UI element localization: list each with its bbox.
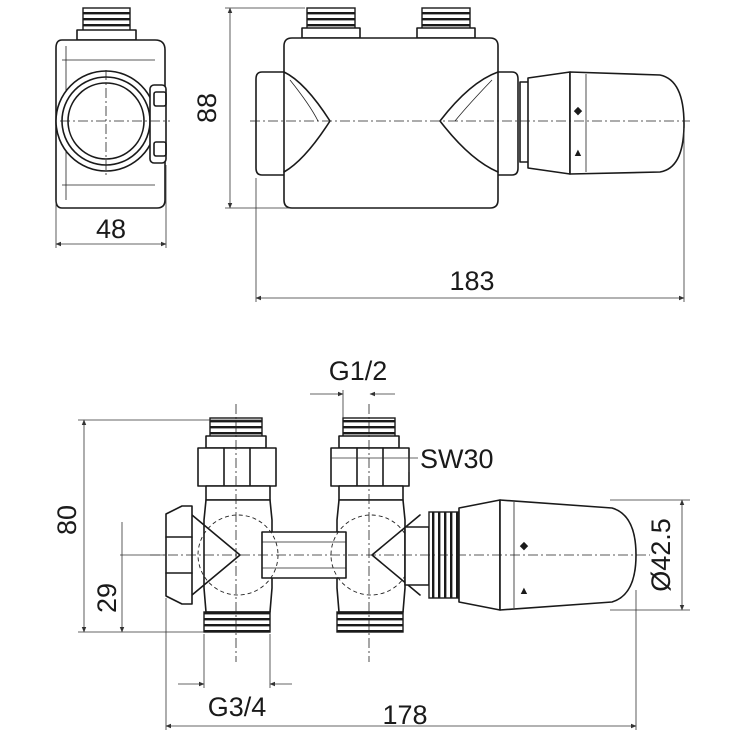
top-view: ◆ ▲ — [250, 7, 690, 209]
dimension-width-side: 48 — [55, 165, 167, 248]
dimension-knob-diameter: Ø42.5 — [610, 499, 690, 611]
dim-label-g34: G3/4 — [208, 692, 267, 722]
side-view — [55, 7, 170, 209]
dimension-height-front: 80 — [52, 419, 262, 633]
dim-label-sw30: SW30 — [420, 444, 494, 474]
dim-label-g12: G1/2 — [329, 356, 388, 386]
dim-label-d425: Ø42.5 — [646, 518, 676, 592]
dim-label-48: 48 — [96, 214, 126, 244]
dim-label-80: 80 — [52, 505, 82, 535]
svg-text:▲: ▲ — [519, 585, 530, 597]
dimension-length-top: 183 — [255, 128, 685, 302]
front-view: ◆ ▲ — [150, 404, 650, 662]
dimension-axis-height: 29 — [92, 522, 166, 633]
dim-label-88: 88 — [192, 93, 222, 123]
dimension-height-top: 88 — [192, 7, 305, 209]
dim-label-183: 183 — [449, 266, 494, 296]
dim-label-178: 178 — [382, 700, 427, 730]
dimension-thread-bottom: G3/4 — [178, 634, 292, 722]
svg-text:▲: ▲ — [573, 147, 584, 159]
dim-label-29: 29 — [92, 583, 122, 613]
dimension-wrench: SW30 — [331, 444, 494, 474]
dimension-thread-top: G1/2 — [310, 356, 395, 418]
dimension-length-front: 178 — [165, 590, 637, 730]
svg-text:◆: ◆ — [574, 105, 583, 117]
svg-text:◆: ◆ — [520, 540, 529, 552]
